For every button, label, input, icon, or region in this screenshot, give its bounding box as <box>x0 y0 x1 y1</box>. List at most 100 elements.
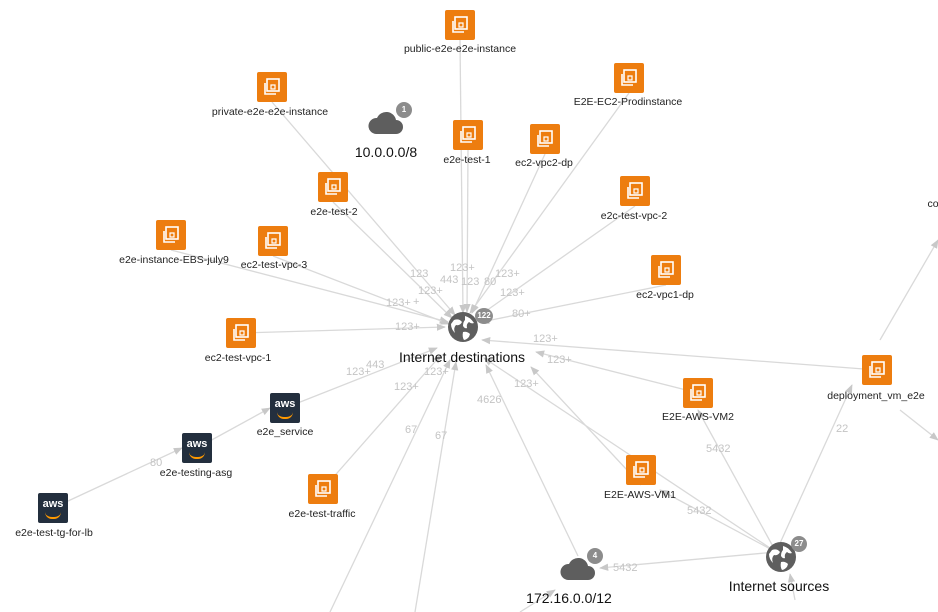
ec2-node-ec2-vpc2-dp[interactable] <box>530 124 560 154</box>
edge-label: 123+ <box>394 381 419 393</box>
edge-line <box>414 361 459 612</box>
ec2-node-e2e-test-1[interactable] <box>453 120 483 150</box>
ec2-instance-icon <box>537 130 553 147</box>
ec2-instance-icon <box>452 16 468 33</box>
edge-label: 443 <box>440 274 459 286</box>
edge-line <box>52 447 183 509</box>
ec2-node-ec2-test-vpc-3[interactable] <box>258 226 288 256</box>
internet-sources-label: Internet sources <box>728 578 830 594</box>
cloud-count-badge: 1 <box>396 102 412 118</box>
edge-line <box>170 249 449 324</box>
edge-line <box>240 323 446 334</box>
instance-label: E2E-EC2-Prodinstance <box>573 96 683 108</box>
edge-label: 123+ <box>547 354 572 366</box>
truncated-node-label: co <box>927 198 938 210</box>
instance-label: e2e-instance-EBS-july9 <box>119 254 229 266</box>
edges <box>52 39 938 612</box>
aws-node-e2e-testing-asg[interactable]: aws <box>182 433 212 463</box>
cloud-icon <box>560 557 595 580</box>
aws-node-e2e-service[interactable]: aws <box>270 393 300 423</box>
ec2-node-e2e-ec2-prodinstance[interactable] <box>614 63 644 93</box>
edge-line <box>899 409 938 441</box>
edge-label: 123+ <box>424 366 449 378</box>
aws-service-label: e2e-test-tg-for-lb <box>15 527 93 539</box>
ec2-instance-icon <box>627 182 643 199</box>
instance-label: E2E-AWS-VM2 <box>662 411 734 423</box>
edge-label: 67 <box>405 424 418 436</box>
edge-label: 80+ <box>512 308 531 320</box>
edge-label: 22 <box>836 423 849 435</box>
edge-line <box>471 153 546 314</box>
edge-label: 80 <box>484 276 497 288</box>
ec2-node-public-e2e-e2e-instance[interactable] <box>445 10 475 40</box>
edge-label: 123+ <box>418 285 443 297</box>
ec2-node-private-e2e-e2e-instance[interactable] <box>257 72 287 102</box>
ec2-node-e2e-instance-ebs-july9[interactable] <box>156 220 186 250</box>
instance-label: e2e-test-2 <box>310 206 358 218</box>
edge-line <box>475 205 636 319</box>
ec2-node-e2e-test-2[interactable] <box>318 172 348 202</box>
ec2-node-ec2-vpc1-dp[interactable] <box>651 255 681 285</box>
edge-label: 5432 <box>706 443 731 455</box>
instance-label: ec2-test-vpc-1 <box>204 352 272 364</box>
ec2-instance-icon <box>315 480 331 497</box>
edge-label: 5432 <box>613 562 638 574</box>
instance-label: e2e-test-traffic <box>288 508 356 520</box>
aws-service-label: e2e-testing-asg <box>159 467 233 479</box>
ec2-instance-icon <box>460 126 476 143</box>
ec2-node-e2e-aws-vm2[interactable] <box>683 378 713 408</box>
cloud-node-10-0-0-0[interactable]: 1 <box>368 102 412 136</box>
internet-sources-node[interactable]: 27 <box>764 536 807 574</box>
ec2-node-ec2-test-vpc-1[interactable] <box>226 318 256 348</box>
aws-node-e2e-test-tg-for-lb[interactable]: aws <box>38 493 68 523</box>
instance-label: ec2-vpc2-dp <box>515 157 573 169</box>
ec2-node-deployment-vm-e2e[interactable] <box>862 355 892 385</box>
aws-service-label: e2e_service <box>256 426 314 438</box>
instance-label: ec2-vpc1-dp <box>636 289 694 301</box>
cloud-icon <box>368 111 403 134</box>
ec2-instance-icon <box>633 461 649 478</box>
ec2-node-e2e-aws-vm1[interactable] <box>626 455 656 485</box>
internet-destinations-label: Internet destinations <box>398 349 526 365</box>
instance-label: deployment_vm_e2e <box>827 390 925 402</box>
edge-line <box>599 551 777 571</box>
edge-line <box>463 149 471 313</box>
edge-label: 123+ <box>386 297 411 309</box>
instance-label: ec2-test-vpc-3 <box>240 259 308 271</box>
edge-line <box>284 347 438 409</box>
edge-line <box>519 589 556 612</box>
ec2-instance-icon <box>233 324 249 341</box>
edge-label: 123+ <box>346 366 371 378</box>
ec2-instance-icon <box>163 226 179 243</box>
edge-label: 80 <box>150 457 163 469</box>
internet-destinations-node[interactable]: 122 <box>446 308 493 344</box>
edge-label: 123+ <box>533 333 558 345</box>
edge-label: 123 <box>461 276 480 288</box>
instance-label: e2e-test-1 <box>443 154 491 166</box>
ec2-instance-icon <box>325 178 341 195</box>
edge-label: 4626 <box>477 394 502 406</box>
edge-line <box>459 39 467 314</box>
aws-logo-icon: aws <box>42 498 64 510</box>
cloud-node-172-16-0-0[interactable]: 4 <box>560 548 603 582</box>
edge-label: 443 <box>366 359 385 371</box>
cloud-label: 172.16.0.0/12 <box>526 590 612 606</box>
instance-label: E2E-AWS-VM1 <box>604 489 676 501</box>
edge-line <box>787 573 796 601</box>
edge-line <box>879 239 938 341</box>
edge-line <box>272 255 450 325</box>
ec2-node-e2c-test-vpc-2[interactable] <box>620 176 650 206</box>
edge-line <box>322 354 442 490</box>
globe-icon <box>766 542 796 572</box>
edge-label: 123+ <box>514 378 539 390</box>
sources-count-badge: 27 <box>791 536 807 552</box>
ec2-node-e2e-test-traffic[interactable] <box>308 474 338 504</box>
edge-label: 123+ <box>395 321 420 333</box>
edge-line <box>775 384 853 553</box>
edge-label: 67 <box>435 430 448 442</box>
edge-label: 123+ <box>495 268 520 280</box>
edge-line <box>659 489 777 553</box>
ec2-instance-icon <box>869 361 885 378</box>
instance-label: private-e2e-e2e-instance <box>211 106 329 118</box>
